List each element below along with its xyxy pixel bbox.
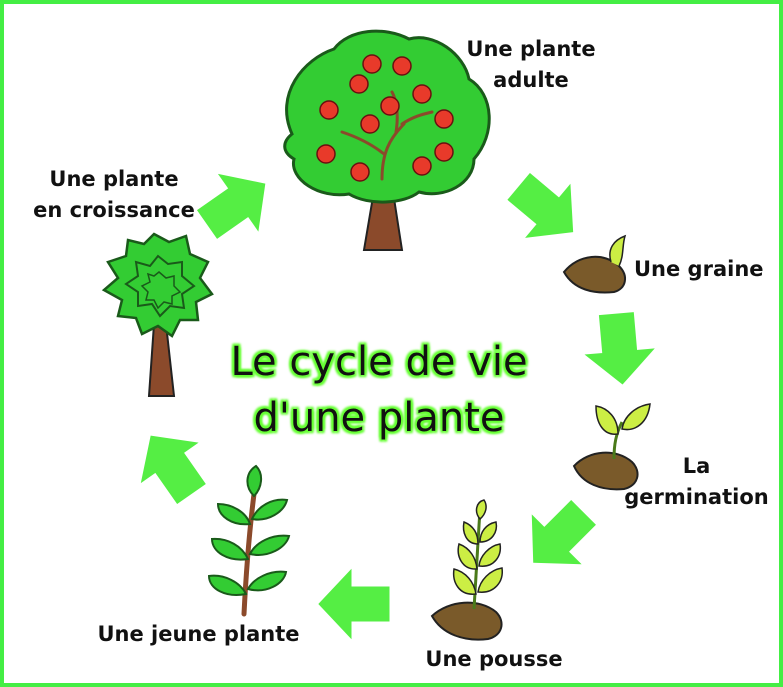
young-plant-icon [207,464,291,617]
cycle-arrow-icon [509,488,608,587]
title-line-1: Le cycle de vie [230,339,528,385]
diagram-title: Le cycle de vie d'une plante [184,334,574,446]
apple-tree-icon [283,29,491,251]
growing-plant-icon [101,232,214,397]
germination-icon [572,403,651,491]
diagram-artwork [101,29,657,641]
label-sprout: Une pousse [425,647,563,671]
title-line-2: d'une plante [253,395,505,441]
cycle-arrow-icon [318,569,390,639]
label-seed: Une graine [634,257,764,281]
cycle-arrow-icon [582,310,657,388]
label-germination: La germination [624,454,769,509]
cycle-arrow-icon [496,160,595,259]
label-adult-plant: Une plante adulte [466,37,596,92]
label-growing-plant: Une plante en croissance [33,167,195,222]
label-young-plant: Une jeune plante [97,622,300,646]
sprout-icon [430,499,503,641]
seed-icon [562,234,627,294]
